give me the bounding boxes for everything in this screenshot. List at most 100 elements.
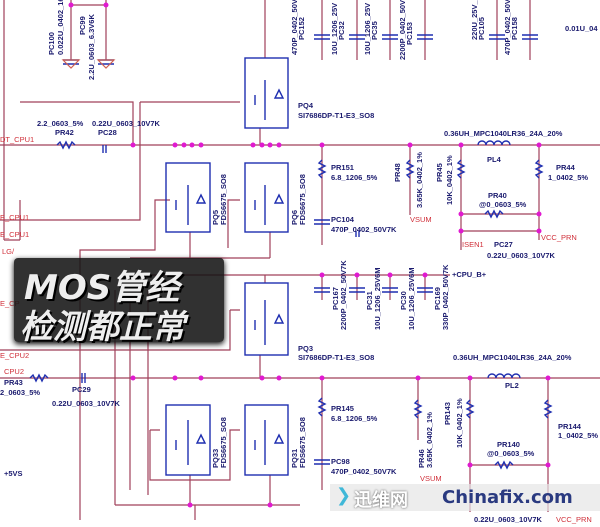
cap-value: 470P_0402_50V7K bbox=[331, 225, 397, 234]
net-label: LG/ bbox=[2, 247, 15, 256]
passives bbox=[29, 34, 553, 470]
net-label: E_CPU1 bbox=[0, 230, 29, 239]
cap-value: 2200P_0402_50V7K bbox=[339, 260, 348, 330]
cap-ref: PC32 bbox=[337, 21, 346, 40]
cap-value: 0.22U_0603_10V7K bbox=[52, 399, 121, 408]
inductor-ref: PL4 bbox=[487, 155, 502, 164]
overlay-banner: MOS管经 检测都正常 bbox=[14, 258, 224, 346]
inductor-ref: PL2 bbox=[505, 381, 519, 390]
cap-value: 470P_0402_50V bbox=[290, 0, 299, 55]
mosfet-pq3 bbox=[244, 282, 289, 356]
mosfet-pq33 bbox=[165, 404, 211, 476]
cap-value: 2200P_0402_50V bbox=[398, 0, 407, 60]
mosfet-part: SI7686DP-T1-E3_SO8 bbox=[298, 111, 374, 120]
cap-ref: PC152 bbox=[297, 17, 306, 40]
junctions bbox=[68, 2, 551, 508]
overlay-line-2: 检测都正常 bbox=[20, 307, 185, 346]
mosfet-ref: PQ4 bbox=[298, 101, 314, 110]
overlay-line-1: MOS管经 bbox=[24, 268, 180, 308]
resistor-ref: PR45 bbox=[435, 163, 444, 182]
net-label: E_CP bbox=[0, 299, 20, 308]
resistor-value: 2.2_0603_5% bbox=[37, 119, 84, 128]
resistor-value: 1_0402_5% bbox=[558, 431, 598, 440]
cap-value: 470P_0402_50V bbox=[503, 0, 512, 55]
inductor-value: 0.36UH_MPC1040LR36_24A_20% bbox=[444, 129, 563, 138]
resistor-value: @0_0603_5% bbox=[479, 200, 527, 209]
mosfet-pq6 bbox=[244, 162, 289, 233]
cap-value: 330P_0402_50V7K bbox=[441, 264, 450, 330]
cap-value: 2.2U_0603_6.3V6K bbox=[87, 14, 96, 80]
mosfet-ref: PQ5 bbox=[211, 210, 220, 225]
cap-ref: PC167 bbox=[331, 287, 340, 310]
resistor-ref: PR44 bbox=[556, 163, 576, 172]
resistor-value: 10K_0402_1% bbox=[455, 398, 464, 448]
watermark-cn: 迅维网 bbox=[354, 490, 408, 511]
resistor-value: 3.65K_0402_1% bbox=[425, 412, 434, 468]
resistor-ref: PR151 bbox=[331, 163, 354, 172]
cap-ref: PC104 bbox=[331, 215, 355, 224]
net-label: VCC_PRN bbox=[556, 515, 592, 524]
resistor-value: 10K_0402_1% bbox=[445, 155, 454, 205]
mosfet-pq31 bbox=[244, 404, 289, 476]
resistor-ref: PR48 bbox=[393, 163, 402, 182]
cap-ref: PC99 bbox=[78, 16, 87, 35]
net-label: E_CPU2 bbox=[0, 351, 29, 360]
mosfet-part: FDS6675_SO8 bbox=[298, 174, 307, 225]
cap-value: 10U_1206_25V6M bbox=[407, 267, 416, 330]
inductor-value: 0.36UH_MPC1040LR36_24A_20% bbox=[453, 353, 572, 362]
cap-ref: PC35 bbox=[370, 21, 379, 40]
mosfet-part: FDS6675_SO8 bbox=[219, 417, 228, 468]
resistor-value: 2_0603_5% bbox=[0, 388, 40, 397]
cap-value: 0.22U_0603_10V7K bbox=[487, 251, 556, 260]
net-label: VSUM bbox=[420, 474, 442, 483]
cap-ref: PC153 bbox=[405, 22, 414, 45]
net-label: ISEN1 bbox=[462, 240, 484, 249]
cap-ref: PC100 bbox=[47, 32, 56, 55]
cap-value: 220U_25V_M bbox=[470, 0, 479, 40]
cap-value: 0.022U_0402_16V7K bbox=[56, 0, 65, 55]
site-watermark: ❯ 迅维网 Chinafix.com bbox=[330, 484, 600, 511]
resistor-value: @0_0603_5% bbox=[487, 449, 535, 458]
mosfet-ref: PQ33 bbox=[211, 449, 220, 468]
watermark-en: Chinafix.com bbox=[442, 487, 573, 508]
resistor-ref: PR144 bbox=[558, 422, 582, 431]
resistor-ref: PR42 bbox=[55, 128, 74, 137]
net-label: E_CPU1 bbox=[0, 213, 29, 222]
mosfet-part: FDS6675_SO8 bbox=[298, 417, 307, 468]
cap-value: 10U_1206_25V bbox=[330, 3, 339, 55]
cap-value: 470P_0402_50V7K bbox=[331, 467, 397, 476]
cap-ref: PC30 bbox=[399, 291, 408, 310]
mosfet-pq4 bbox=[244, 57, 289, 129]
mosfet-ref: PQ3 bbox=[298, 344, 313, 353]
resistor-ref: PR143 bbox=[443, 402, 452, 425]
mosfet-ref: PQ31 bbox=[290, 449, 299, 468]
resistor-ref: PR43 bbox=[4, 378, 23, 387]
resistor-ref: PR145 bbox=[331, 404, 354, 413]
resistor-ref: PR40 bbox=[488, 191, 507, 200]
resistor-value: 3.65K_0402_1% bbox=[415, 152, 424, 208]
cap-ref: PC27 bbox=[494, 240, 513, 249]
cap-ref: PC105 bbox=[477, 17, 486, 40]
resistor-value: 1_0402_5% bbox=[548, 173, 588, 182]
mosfet-ref: PQ6 bbox=[290, 210, 299, 225]
mosfet-part: FDS6675_SO8 bbox=[219, 174, 228, 225]
net-label: VCC_PRN bbox=[541, 233, 577, 242]
cap-ref: PC158 bbox=[510, 17, 519, 40]
cap-ref: PC31 bbox=[365, 291, 374, 310]
net-label: DT_CPU1 bbox=[0, 135, 34, 144]
net-label: VSUM bbox=[410, 215, 432, 224]
net-label: +CPU_B+ bbox=[452, 270, 487, 279]
mosfets bbox=[165, 57, 289, 476]
cap-ref: PC169 bbox=[433, 287, 442, 310]
resistor-value: 6.8_1206_5% bbox=[331, 173, 378, 182]
net-label: +5VS bbox=[4, 469, 23, 478]
resistor-ref: PR46 bbox=[417, 449, 426, 468]
cap-value: 0.22U_0603_10V7K bbox=[92, 119, 161, 128]
cap-value: 10U_1206_25V bbox=[363, 3, 372, 55]
resistor-value: 6.8_1206_5% bbox=[331, 414, 378, 423]
ground-symbols bbox=[61, 59, 116, 69]
cap-value: 0.01U_04 bbox=[565, 24, 598, 33]
